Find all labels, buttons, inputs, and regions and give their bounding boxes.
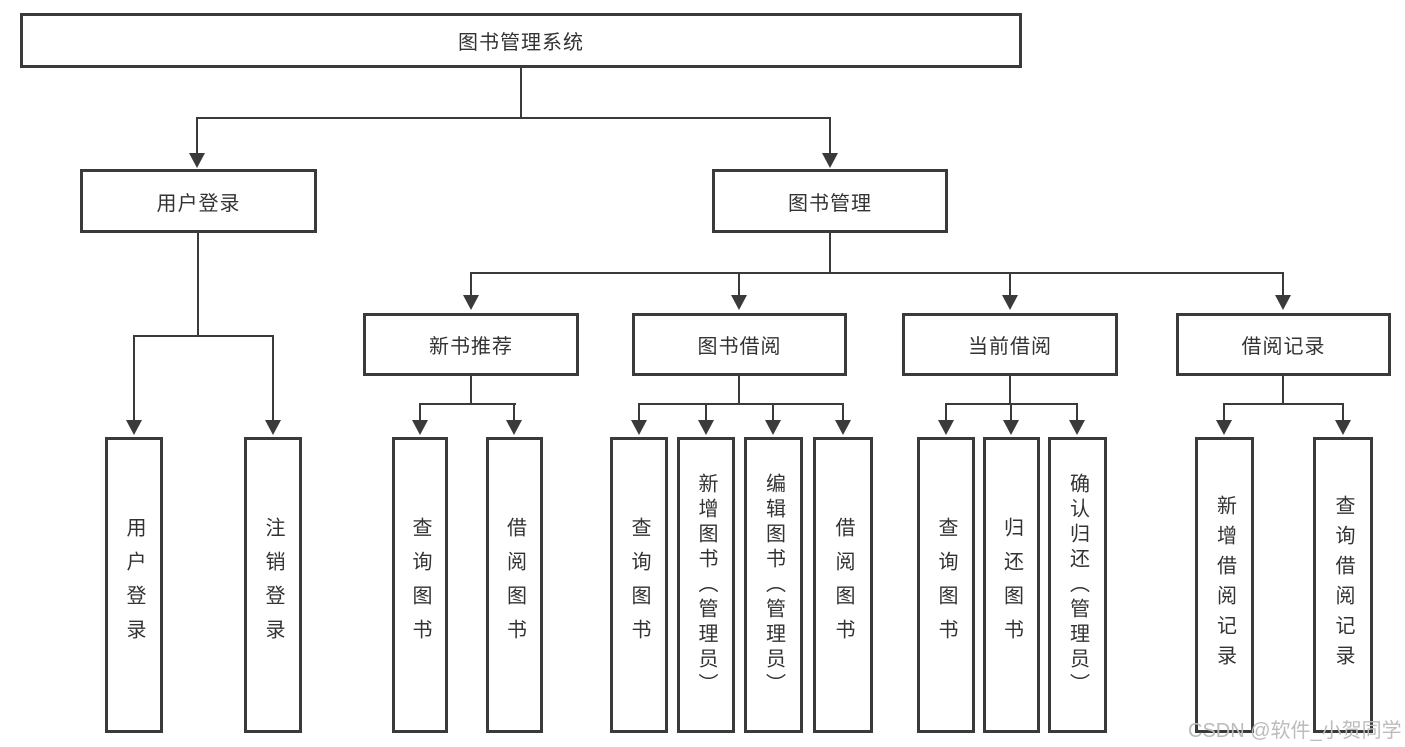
- node-new-book-recommend: 新书推荐: [363, 313, 579, 376]
- arrowhead-down-icon: [1069, 420, 1085, 435]
- connector-line: [738, 273, 740, 296]
- leaf-confirm-return-admin: 确认归还（管理员）: [1048, 437, 1107, 733]
- connector-line: [638, 403, 844, 405]
- connector-line: [1282, 273, 1284, 296]
- leaf-borrow-books: 借阅图书: [813, 437, 873, 733]
- node-root: 图书管理系统: [20, 13, 1022, 68]
- arrowhead-down-icon: [1002, 295, 1018, 310]
- arrowhead-down-icon: [822, 153, 838, 168]
- leaf-query-books-borrow: 查询图书: [610, 437, 668, 733]
- connector-line: [520, 68, 522, 118]
- arrowhead-down-icon: [698, 420, 714, 435]
- arrowhead-down-icon: [631, 420, 647, 435]
- connector-line: [1076, 404, 1078, 421]
- connector-line: [470, 272, 1284, 274]
- arrowhead-down-icon: [1216, 420, 1232, 435]
- connector-line: [513, 404, 515, 421]
- connector-line: [133, 336, 135, 420]
- connector-line: [705, 404, 707, 421]
- connector-line: [133, 335, 274, 337]
- arrowhead-down-icon: [835, 420, 851, 435]
- connector-line: [1282, 376, 1284, 404]
- arrowhead-down-icon: [1275, 295, 1291, 310]
- connector-line: [829, 233, 831, 273]
- connector-line: [470, 376, 472, 404]
- connector-line: [842, 404, 844, 421]
- connector-line: [470, 273, 472, 296]
- arrowhead-down-icon: [412, 420, 428, 435]
- leaf-borrow-books-recommend: 借阅图书: [486, 437, 543, 733]
- arrowhead-down-icon: [1335, 420, 1351, 435]
- connector-line: [1010, 404, 1012, 421]
- node-borrow-records: 借阅记录: [1176, 313, 1391, 376]
- node-user-login: 用户登录: [80, 169, 317, 233]
- connector-line: [638, 404, 640, 421]
- arrowhead-down-icon: [189, 153, 205, 168]
- leaf-query-books-current: 查询图书: [917, 437, 975, 733]
- leaf-query-books-recommend: 查询图书: [392, 437, 448, 733]
- leaf-user-login: 用户登录: [105, 437, 163, 733]
- connector-line: [1223, 403, 1344, 405]
- arrowhead-down-icon: [938, 420, 954, 435]
- leaf-logout: 注销登录: [244, 437, 302, 733]
- connector-line: [1009, 376, 1011, 404]
- arrowhead-down-icon: [126, 420, 142, 435]
- arrowhead-down-icon: [731, 295, 747, 310]
- connector-line: [772, 404, 774, 421]
- leaf-add-borrow-record: 新增借阅记录: [1195, 437, 1254, 733]
- watermark: CSDN @软件_小贺同学: [1188, 720, 1402, 742]
- leaf-edit-book-admin: 编辑图书（管理员）: [744, 437, 803, 733]
- node-book-borrow: 图书借阅: [632, 313, 847, 376]
- connector-line: [1009, 273, 1011, 296]
- connector-line: [196, 118, 198, 154]
- arrowhead-down-icon: [765, 420, 781, 435]
- node-book-management: 图书管理: [712, 169, 948, 233]
- connector-line: [196, 117, 831, 119]
- arrowhead-down-icon: [463, 295, 479, 310]
- connector-line: [829, 118, 831, 154]
- connector-line: [197, 233, 199, 336]
- connector-line: [1223, 404, 1225, 421]
- arrowhead-down-icon: [506, 420, 522, 435]
- connector-line: [272, 336, 274, 420]
- leaf-return-book: 归还图书: [983, 437, 1040, 733]
- leaf-add-book-admin: 新增图书（管理员）: [677, 437, 735, 733]
- connector-line: [945, 404, 947, 421]
- node-current-borrow: 当前借阅: [902, 313, 1118, 376]
- arrowhead-down-icon: [265, 420, 281, 435]
- connector-line: [738, 376, 740, 404]
- connector-line: [1342, 404, 1344, 421]
- arrowhead-down-icon: [1003, 420, 1019, 435]
- connector-line: [419, 404, 421, 421]
- connector-line: [419, 403, 516, 405]
- leaf-query-borrow-record: 查询借阅记录: [1313, 437, 1373, 733]
